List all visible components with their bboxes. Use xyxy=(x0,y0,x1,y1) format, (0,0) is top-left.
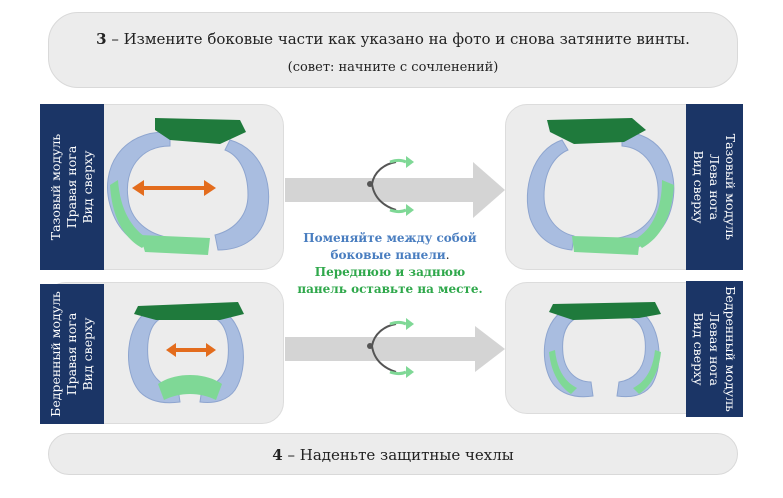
flip-icon-top xyxy=(367,156,414,216)
pelvis-right-label-tab: Тазовый модуль Правая нога Вид сверху xyxy=(40,104,104,270)
swap-arrow-right-head xyxy=(204,180,216,196)
label-line: Лева нога xyxy=(707,153,722,221)
step3-banner: 3 – Измените боковые части как указано н… xyxy=(48,12,738,88)
center-instructions: Поменяйте между собой боковые панели. Пе… xyxy=(290,230,490,298)
pelvis-left-module-image xyxy=(526,118,675,255)
step3-text: – Измените боковые части как указано на … xyxy=(106,30,690,48)
step4-text: – Наденьте защитные чехлы xyxy=(282,446,514,464)
step3-hint: (совет: начните с сочленений) xyxy=(287,60,499,75)
label-line: Вид сверху xyxy=(80,150,95,224)
label-line: Вид сверху xyxy=(691,150,706,224)
label-line: Вид сверху xyxy=(691,312,706,386)
pelvis-right-label: Тазовый модуль Правая нога Вид сверху xyxy=(48,134,96,240)
thigh-right-module-image xyxy=(128,302,244,404)
center-line-2: боковые панели. xyxy=(290,247,490,264)
center-line-2-text: боковые панели xyxy=(330,248,446,262)
label-line: Вид сверху xyxy=(80,317,95,391)
swap-arrow-left-head xyxy=(166,343,176,357)
pelvis-left-label-tab: Тазовый модуль Лева нога Вид сверху xyxy=(686,104,743,270)
center-line-2-dot: . xyxy=(445,248,450,262)
pelvis-left-label: Тазовый модуль Лева нога Вид сверху xyxy=(690,134,738,240)
thigh-left-label: Бедренный модуль Левая нога Вид сверху xyxy=(690,286,738,412)
thigh-left-label-tab: Бедренный модуль Левая нога Вид сверху xyxy=(686,281,743,417)
thigh-right-label: Бедренный модуль Правая нога Вид сверху xyxy=(48,291,96,417)
label-line: Бедренный модуль xyxy=(48,291,63,417)
label-line: Правая нога xyxy=(64,145,79,229)
label-line: Тазовый модуль xyxy=(48,133,63,241)
flip-icon-bottom xyxy=(367,318,414,378)
bottom-transition-arrow xyxy=(285,326,505,372)
swap-arrow-right-head xyxy=(206,343,216,357)
swap-arrow-left-head xyxy=(132,180,144,196)
label-line: Бедренный модуль xyxy=(723,286,738,412)
center-line-1: Поменяйте между собой xyxy=(303,231,477,245)
step4-banner: 4 – Наденьте защитные чехлы xyxy=(48,433,738,475)
pelvis-right-module-image xyxy=(107,118,270,255)
center-line-4: панель оставьте на месте. xyxy=(297,282,483,296)
step3-instruction: 3 – Измените боковые части как указано н… xyxy=(49,30,737,48)
thigh-right-label-tab: Бедренный модуль Правая нога Вид сверху xyxy=(40,284,104,424)
top-transition-arrow xyxy=(285,162,505,218)
thigh-left-module-image xyxy=(543,302,661,398)
center-line-3: Переднюю и заднюю xyxy=(314,265,466,279)
step4-number: 4 xyxy=(272,446,283,464)
label-line: Правая нога xyxy=(64,312,79,396)
step3-number: 3 xyxy=(96,30,107,48)
label-line: Левая нога xyxy=(707,311,722,387)
label-line: Тазовый модуль xyxy=(723,133,738,241)
